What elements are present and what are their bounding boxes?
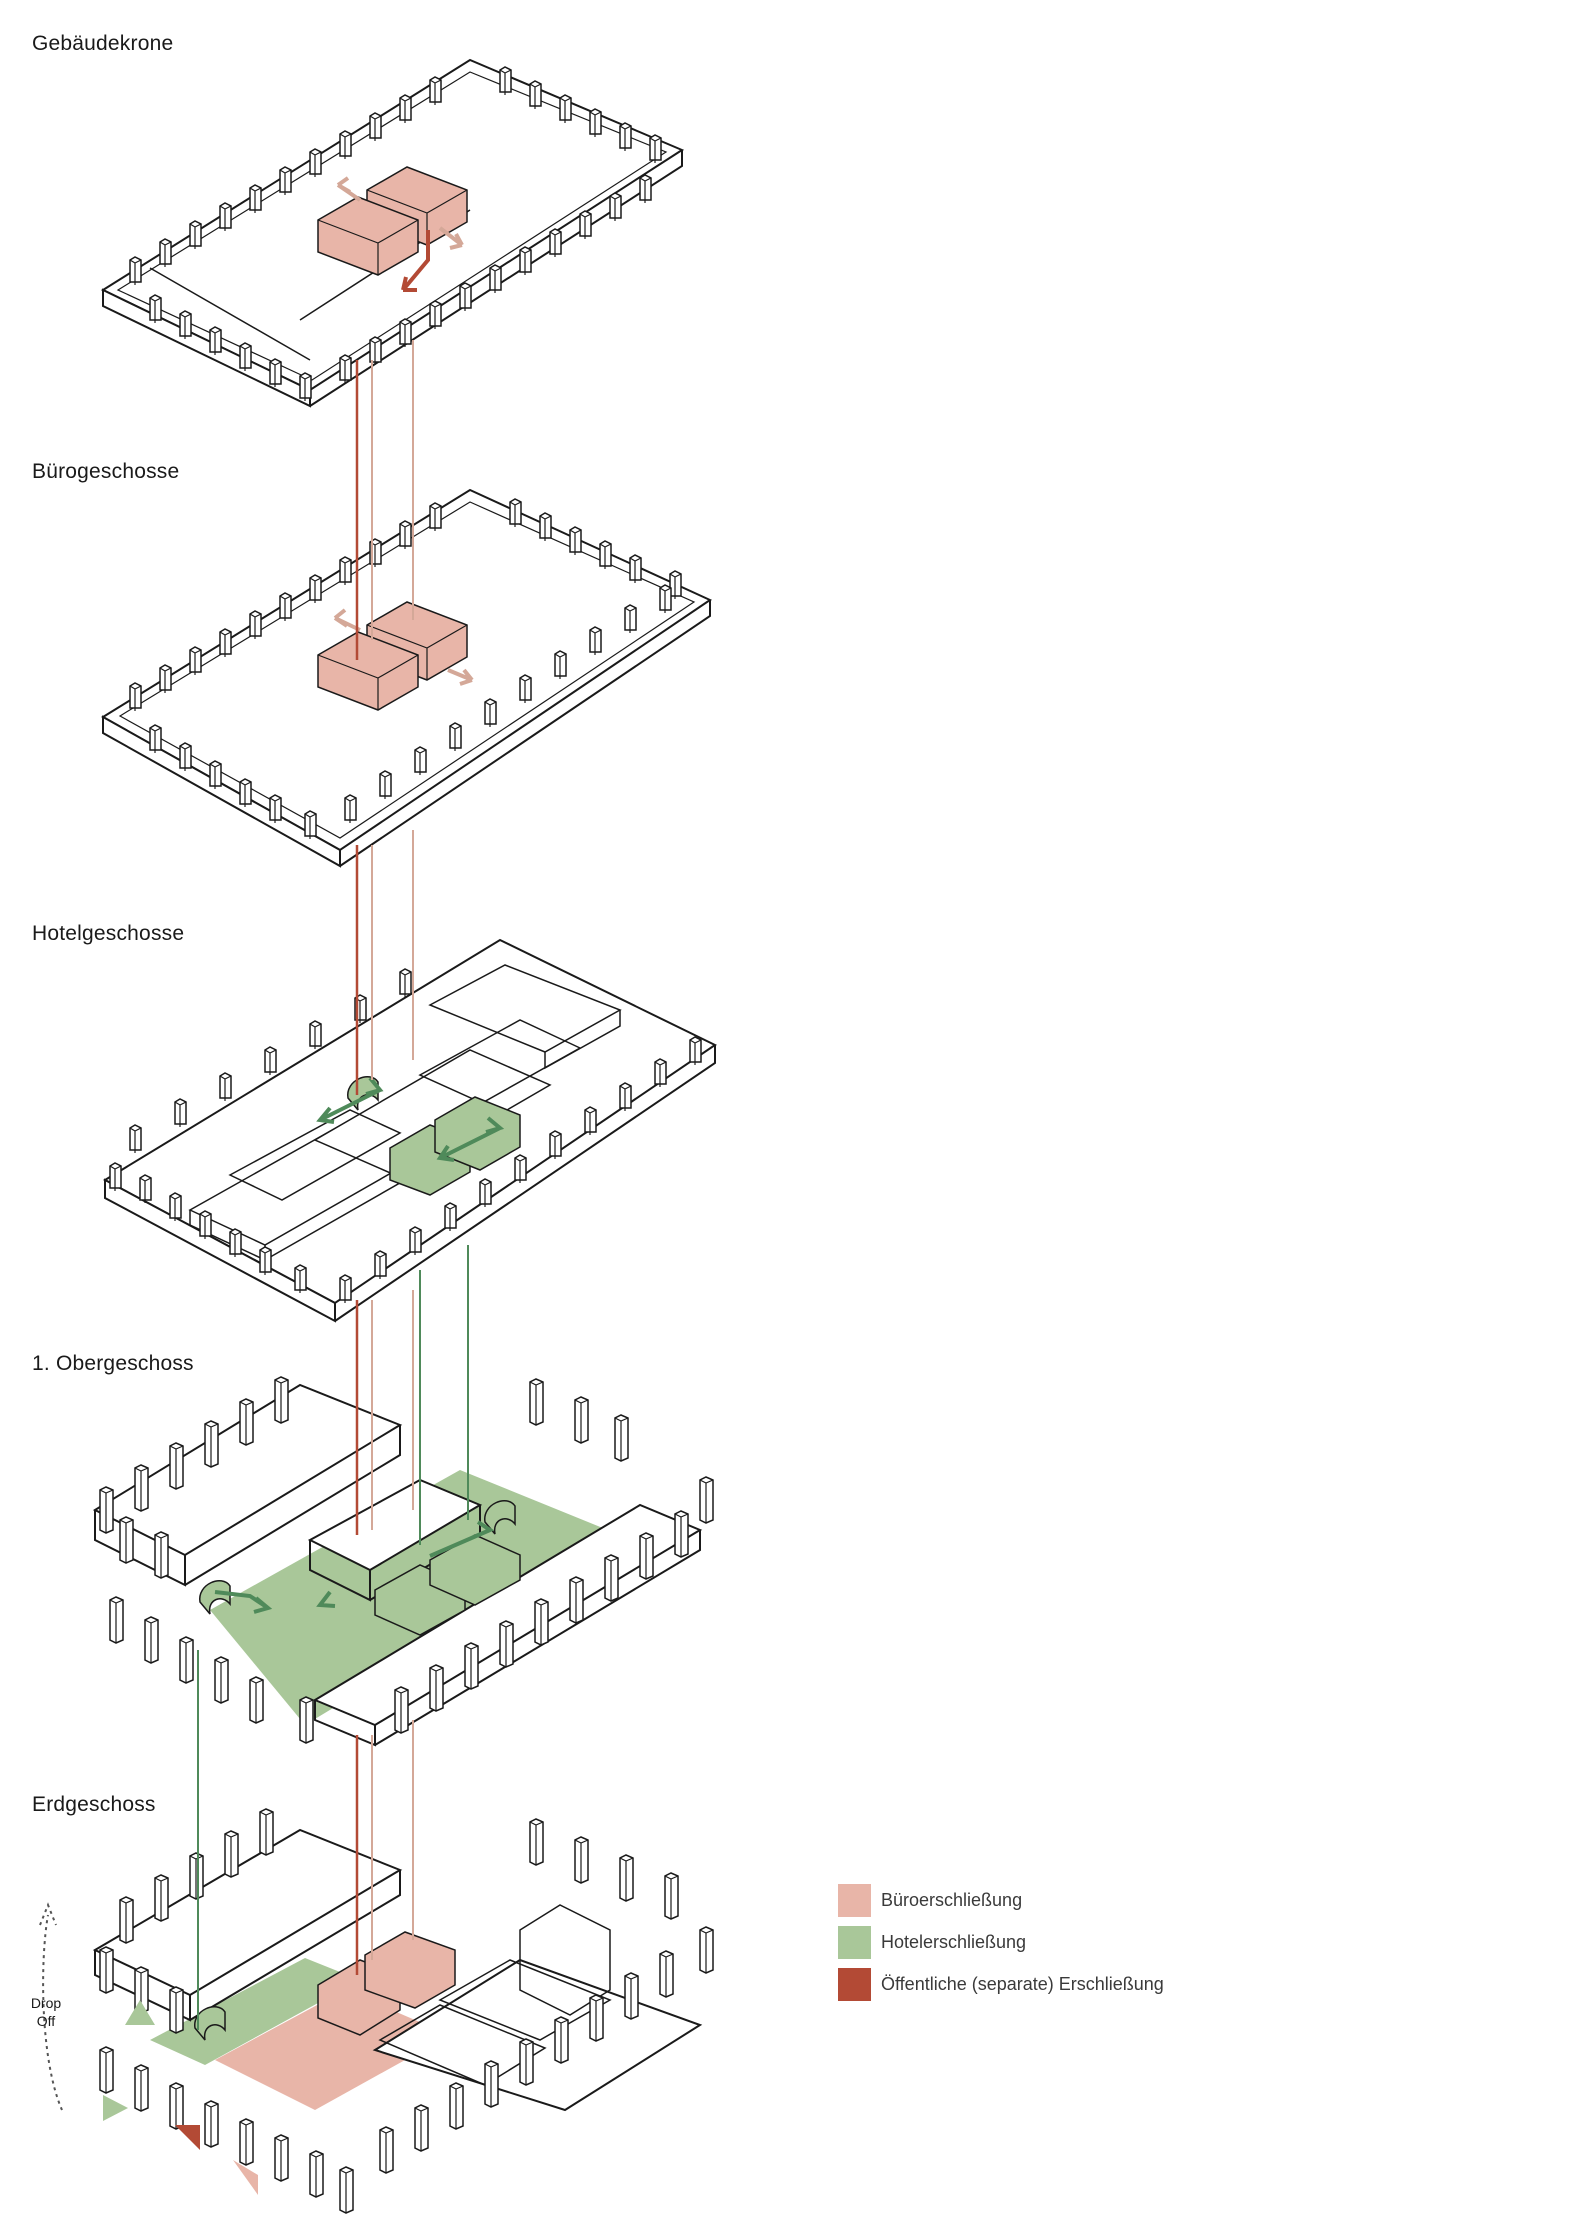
label-erdgeschoss: Erdgeschoss (32, 1793, 156, 1816)
office-entrance-icon (233, 2160, 258, 2195)
office-arrow-icon (438, 226, 464, 250)
hotel-stair-icon (199, 1580, 231, 1615)
hotel-stair-icon (484, 1500, 516, 1535)
hotel-arrow-icon (436, 1116, 505, 1162)
legend-item-public: Öffentliche (separate) Erschließung (838, 1968, 1164, 2001)
hotel-stair-icon (194, 2006, 226, 2041)
hotel-arrow-icon (316, 1590, 336, 1608)
legend-item-office: Büroerschließung (838, 1884, 1164, 1917)
hotel-entrance-icon (125, 2000, 155, 2025)
label-gebaeudekrone: Gebäudekrone (32, 32, 174, 55)
crown-slab (100, 58, 685, 408)
office-arrow-icon (447, 668, 474, 686)
dropoff-line1: Drop (30, 1995, 62, 2011)
office-slab (101, 488, 713, 868)
public-arrow-icon (401, 230, 430, 292)
public-entrance-icon (175, 2125, 200, 2150)
hotel-slab (102, 938, 717, 1323)
legend-label-public: Öffentliche (separate) Erschließung (881, 1974, 1164, 1994)
ground-office-cores (317, 1931, 456, 2036)
legend-swatch-office (838, 1884, 871, 1917)
label-hotelgeschosse: Hotelgeschosse (32, 922, 185, 945)
hotel-entrance-icon (103, 2095, 128, 2121)
hotel-arrow-icon (316, 1076, 384, 1124)
legend-label-office: Büroerschließung (881, 1890, 1023, 1910)
legend-swatch-hotel (838, 1926, 871, 1959)
legend-label-hotel: Hotelerschließung (881, 1932, 1027, 1952)
legend: Büroerschließung Hotelerschließung Öffen… (838, 1884, 1164, 2011)
dropoff-label: Drop Off (22, 1994, 70, 2030)
hotel-arrow-icon (214, 1590, 273, 1614)
office-arrow-icon (336, 176, 362, 202)
legend-item-hotel: Hotelerschließung (838, 1926, 1164, 1959)
label-buerogeschosse: Bürogeschosse (32, 460, 180, 483)
office-cores (317, 601, 468, 711)
crown-office-cores (317, 166, 468, 276)
ground-floor (39, 1808, 714, 2214)
first-floor (92, 1376, 714, 1747)
label-1-obergeschoss: 1. Obergeschoss (32, 1352, 194, 1375)
legend-swatch-public (838, 1968, 871, 2001)
dropoff-path-icon (39, 1902, 63, 2111)
dropoff-line2: Off (36, 2013, 56, 2029)
vertical-circulation-lines (197, 340, 469, 2030)
hotel-arrow-icon (429, 1520, 495, 1558)
